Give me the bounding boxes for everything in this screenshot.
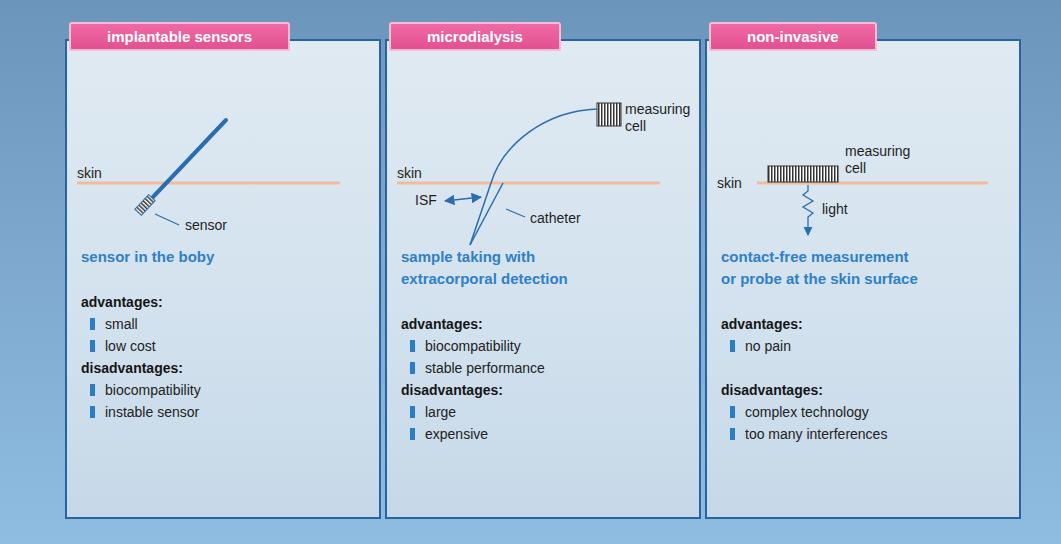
catheter-tube xyxy=(470,183,503,245)
part-label: light xyxy=(822,201,848,218)
subtitle-holder: sensor in the boby xyxy=(81,246,371,268)
sensor-symbol xyxy=(135,195,155,216)
measuring-cell-symbol xyxy=(597,103,621,126)
tab-heading: microdialysis xyxy=(389,22,561,51)
label-holder: catheter xyxy=(530,210,581,227)
label-holder: ISF xyxy=(415,192,437,209)
sensor-probe xyxy=(153,120,226,197)
list-item: small xyxy=(81,313,201,335)
tab-heading: non-invasive xyxy=(709,22,877,51)
list-holder: advantages:smalllow costdisadvantages:bi… xyxy=(81,291,201,423)
label-holder: skin xyxy=(77,165,102,182)
panel-subtitle: sensor in the boby xyxy=(81,246,371,268)
list-item: large xyxy=(401,401,545,423)
skin-line xyxy=(397,182,660,185)
list-heading: advantages: xyxy=(401,313,545,335)
part-label: measuring cell xyxy=(625,101,697,135)
list-holder: advantages:no pain disadvantages:complex … xyxy=(721,313,887,445)
part-label: skin xyxy=(77,165,102,182)
list-heading: advantages: xyxy=(81,291,201,313)
leader-line xyxy=(506,209,525,217)
list-heading: disadvantages: xyxy=(401,379,545,401)
label-holder: measuring cell xyxy=(845,143,919,177)
list-spacer xyxy=(721,357,887,379)
list-item: complex technology xyxy=(721,401,887,423)
list-item: stable performance xyxy=(401,357,545,379)
list-item: no pain xyxy=(721,335,887,357)
list-heading: disadvantages: xyxy=(81,357,201,379)
list-item: too many interferences xyxy=(721,423,887,445)
part-label: measuring cell xyxy=(845,143,919,177)
list-item: instable sensor xyxy=(81,401,201,423)
list-item: low cost xyxy=(81,335,201,357)
part-label: catheter xyxy=(530,210,581,227)
list-holder: advantages:biocompatibilitystable perfor… xyxy=(401,313,545,445)
subtitle-holder: sample taking with extracorporal detecti… xyxy=(401,246,596,290)
panel-subtitle: contact-free measurement or probe at the… xyxy=(721,246,926,290)
tab-holder: microdialysis xyxy=(389,22,561,51)
subtitle-holder: contact-free measurement or probe at the… xyxy=(721,246,926,290)
label-holder: skin xyxy=(717,175,742,192)
label-holder: sensor xyxy=(185,217,227,234)
tab-holder: implantable sensors xyxy=(69,22,290,51)
label-holder: skin xyxy=(397,165,422,182)
panel-box: non-invasivecontact-free measurement or … xyxy=(705,39,1021,519)
skin-line xyxy=(757,182,988,185)
leader-line xyxy=(155,214,179,225)
exchange-arrow xyxy=(445,197,481,201)
part-label: skin xyxy=(397,165,422,182)
catheter-tube xyxy=(470,109,597,245)
list-item: biocompatibility xyxy=(81,379,201,401)
skin-line xyxy=(77,182,340,185)
part-label: ISF xyxy=(415,192,437,209)
panel-subtitle: sample taking with extracorporal detecti… xyxy=(401,246,596,290)
tab-heading: implantable sensors xyxy=(69,22,290,51)
part-label: skin xyxy=(717,175,742,192)
light-arrow xyxy=(803,185,813,235)
part-label: sensor xyxy=(185,217,227,234)
label-holder: measuring cell xyxy=(625,101,697,135)
list-item: expensive xyxy=(401,423,545,445)
label-holder: light xyxy=(822,201,848,218)
measuring-cell-symbol xyxy=(768,166,838,182)
panel-box: microdialysissample taking with extracor… xyxy=(385,39,701,519)
list-heading: advantages: xyxy=(721,313,887,335)
list-item: biocompatibility xyxy=(401,335,545,357)
list-heading: disadvantages: xyxy=(721,379,887,401)
panel-box: implantable sensorssensor in the bobyadv… xyxy=(65,39,381,519)
tab-holder: non-invasive xyxy=(709,22,877,51)
